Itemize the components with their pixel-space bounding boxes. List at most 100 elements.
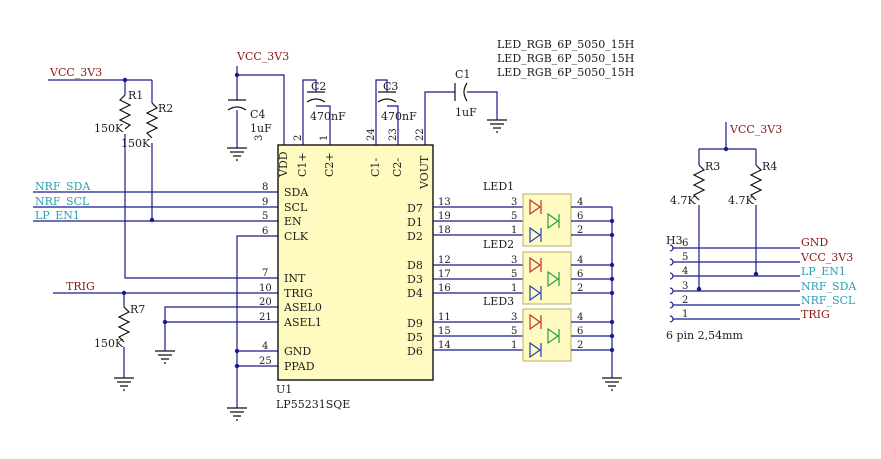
led-body xyxy=(522,193,572,247)
pin-name: CLK xyxy=(284,230,309,243)
led-pin-out: 4 xyxy=(577,197,583,208)
gnd-pins-wire xyxy=(237,350,278,367)
r3-ref: R3 xyxy=(705,160,720,173)
header-pin-number: 5 xyxy=(682,252,688,263)
pin-number: 17 xyxy=(438,269,451,280)
pin-number: 13 xyxy=(438,197,451,208)
pin-number: 2 xyxy=(293,135,304,141)
led-pin-in: 5 xyxy=(511,269,517,280)
led-pin-in: 1 xyxy=(511,340,517,351)
pin-number: 15 xyxy=(438,326,451,337)
c3-capacitor xyxy=(377,91,397,103)
ground-symbol xyxy=(155,350,175,364)
led-pin-in: 3 xyxy=(511,197,517,208)
pin-name: C1+ xyxy=(296,152,309,177)
asel-wire xyxy=(164,306,278,351)
led-ref: LED3 xyxy=(483,295,514,308)
r7-ref: R7 xyxy=(130,303,145,316)
trig-label-left: TRIG xyxy=(66,280,95,293)
pin-name: ASEL0 xyxy=(283,301,322,314)
header-pin-number: 3 xyxy=(682,281,688,292)
junction xyxy=(162,319,168,325)
pin-number: 25 xyxy=(259,356,272,367)
c3-value: 470nF xyxy=(381,110,417,123)
junction xyxy=(122,77,128,83)
header-pin-number: 4 xyxy=(682,266,688,277)
c1-wire xyxy=(424,91,498,145)
c4-ref: C4 xyxy=(250,108,265,121)
c2-ref: C2 xyxy=(311,80,326,93)
led-pin-out: 2 xyxy=(577,340,583,351)
header-net-lp-en1: LP_EN1 xyxy=(801,265,846,278)
blue-diode xyxy=(529,226,542,244)
lp-en1-label: LP_EN1 xyxy=(35,209,80,222)
led-pin-in: 5 xyxy=(511,211,517,222)
r7-resistor xyxy=(117,306,131,343)
u1-left-pins: SDA 8 SCL 9 EN 5 CLK 6 INT 7 TRIG 10 ASE… xyxy=(259,182,322,373)
led-pin-in: 1 xyxy=(511,225,517,236)
led-body xyxy=(522,251,572,305)
r3-resistor xyxy=(692,164,706,201)
pin-name: D2 xyxy=(407,230,423,243)
led-pin-out: 6 xyxy=(577,326,583,337)
vdd-wire xyxy=(236,66,285,145)
junction xyxy=(609,333,615,339)
pin-number: 18 xyxy=(438,225,451,236)
led-pin-in: 1 xyxy=(511,283,517,294)
pin-name: D5 xyxy=(407,331,423,344)
c2-wire xyxy=(302,79,331,145)
ground-symbol xyxy=(602,377,622,391)
c1-ref: C1 xyxy=(455,68,470,81)
header-net-nrf-scl: NRF_SCL xyxy=(801,294,856,307)
junction xyxy=(753,271,759,277)
led3: LED3 3 5 1 4 6 2 xyxy=(483,295,583,362)
u1-part: LP55231SQE xyxy=(276,398,350,411)
pin-name: SCL xyxy=(284,201,308,214)
junction xyxy=(609,218,615,224)
led-part-line-2: LED_RGB_6P_5050_15H xyxy=(497,52,634,65)
pin-number: 21 xyxy=(259,312,272,323)
pin-number: 8 xyxy=(262,182,268,193)
led-pin-out: 2 xyxy=(577,225,583,236)
ground-symbol xyxy=(227,147,247,161)
r1-resistor xyxy=(118,94,132,130)
ground-symbol xyxy=(487,119,507,133)
pin-number: 6 xyxy=(262,226,268,237)
pin-name: ASEL1 xyxy=(283,316,322,329)
c2-value: 470nF xyxy=(310,110,346,123)
pin-name: VDD xyxy=(277,151,290,178)
pin-number: 14 xyxy=(438,340,451,351)
c3-ref: C3 xyxy=(383,80,398,93)
pin-name: VOUT xyxy=(418,155,431,190)
pin-number: 5 xyxy=(262,211,268,222)
junction xyxy=(723,146,729,152)
r4-resistor xyxy=(749,164,763,201)
pin-number: 24 xyxy=(366,128,377,141)
c4-capacitor xyxy=(227,99,247,111)
r3-value: 4.7K xyxy=(670,194,696,207)
led-pin-in: 3 xyxy=(511,312,517,323)
nrf-sda-label: NRF_SDA xyxy=(35,180,91,193)
header-net-nrf-sda: NRF_SDA xyxy=(801,280,857,293)
r2-value: 150K xyxy=(121,137,151,150)
blue-diode xyxy=(529,284,542,302)
led-pin-out: 4 xyxy=(577,312,583,323)
pin-number: 12 xyxy=(438,255,451,266)
int-wire xyxy=(124,134,278,279)
h3-ref: H3 xyxy=(666,234,683,247)
c1-capacitor xyxy=(454,82,468,102)
pin-name: SDA xyxy=(284,186,309,199)
pin-name: D1 xyxy=(407,216,423,229)
led2: LED2 3 5 1 4 6 2 xyxy=(483,238,583,305)
c1-value: 1uF xyxy=(455,106,477,119)
ground-symbol xyxy=(227,407,247,421)
green-diode xyxy=(547,327,560,345)
led-ref: LED1 xyxy=(483,180,514,193)
u1-chip-body xyxy=(277,144,434,381)
pin-name: D6 xyxy=(407,345,423,358)
r7-value: 150K xyxy=(94,337,124,350)
r4-ref: R4 xyxy=(762,160,777,173)
pin-number: 9 xyxy=(262,197,268,208)
led-body xyxy=(522,308,572,362)
